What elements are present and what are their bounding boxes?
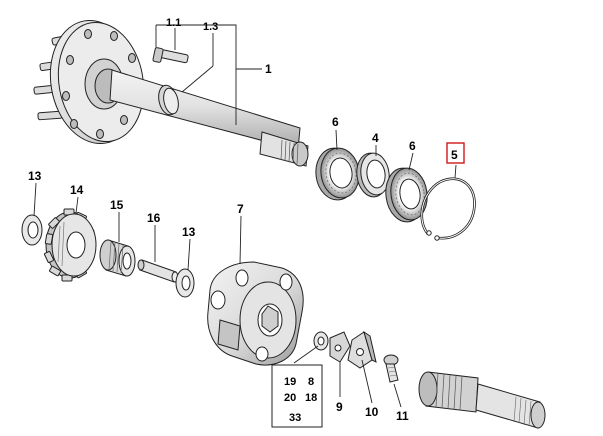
bearing-part-6-left	[315, 147, 360, 201]
label-13-left: 13	[28, 169, 42, 183]
box-label-19: 19	[284, 376, 296, 388]
label-13-right: 13	[182, 225, 196, 239]
label-6-left: 6	[332, 115, 339, 129]
shaft-splined-end	[259, 131, 309, 167]
label-5: 5	[451, 148, 458, 162]
leader-lines	[33, 24, 457, 408]
label-1: 1	[265, 62, 272, 76]
label-4: 4	[372, 131, 379, 145]
snap-ring-part-5	[420, 177, 476, 241]
label-15: 15	[110, 198, 124, 212]
label-14: 14	[70, 183, 84, 197]
box-label-18: 18	[305, 392, 317, 404]
grouped-parts-box: 19 8 20 18 33	[271, 364, 323, 428]
seal-part-4	[356, 152, 390, 198]
washer-part-13-left	[21, 214, 43, 246]
lock-plate-part-10	[347, 330, 377, 369]
label-9: 9	[336, 400, 343, 414]
pin-part-16	[137, 259, 179, 283]
label-7: 7	[237, 202, 244, 216]
axle-shaft-part-1	[33, 19, 309, 167]
label-10: 10	[365, 405, 379, 419]
part-5-highlight-box	[446, 142, 465, 164]
washer-part-13-right	[175, 268, 195, 298]
box-label-33: 33	[289, 412, 301, 424]
box-label-20: 20	[284, 392, 296, 404]
bolt-part-11	[383, 354, 399, 383]
needle-bearing-part-15	[99, 239, 136, 277]
gear-part-14	[43, 208, 97, 282]
label-11: 11	[396, 409, 409, 423]
hub-flange	[33, 19, 145, 145]
thrust-plate-part-9	[329, 331, 351, 363]
stud-bolt-part-1-1	[152, 47, 189, 64]
label-16: 16	[147, 211, 161, 225]
label-1-1: 1.1	[166, 17, 181, 29]
part-labels: 1.1 1.3 1 6 4 6 5 13 14 15 16 13 7 9 10 …	[28, 17, 458, 423]
box-label-8: 8	[308, 376, 314, 388]
bearing-part-6-right	[385, 167, 428, 223]
planet-carrier-part-7	[207, 261, 304, 366]
washer-small	[313, 331, 329, 351]
label-6-right: 6	[409, 139, 416, 153]
label-1-3: 1.3	[203, 21, 218, 33]
splined-drive-shaft	[418, 371, 546, 429]
